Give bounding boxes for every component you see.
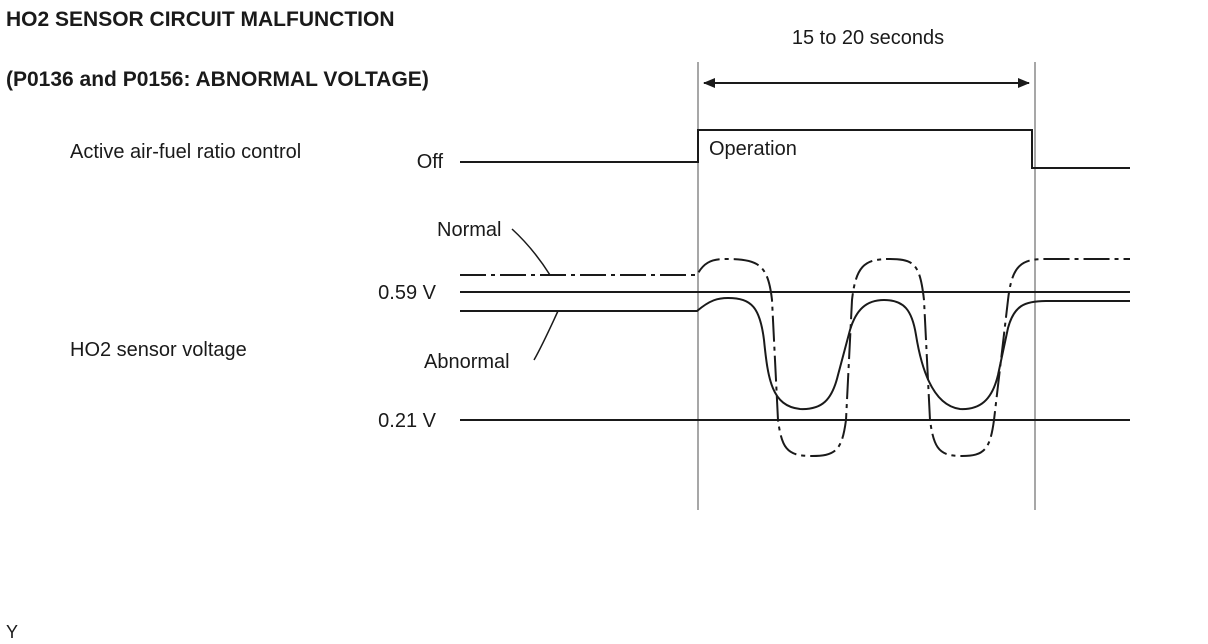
- title-line-2: (P0136 and P0156: ABNORMAL VOLTAGE): [6, 68, 429, 91]
- off-label: Off: [417, 151, 444, 173]
- normal-leader: [511, 228, 551, 276]
- sensor-label: HO2 sensor voltage: [70, 339, 247, 361]
- voltage-low-label: 0.21 V: [378, 410, 436, 432]
- normal-waveform: [460, 257, 1130, 458]
- normal-label: Normal: [437, 219, 501, 241]
- abnormal-waveform: [460, 296, 1130, 411]
- operation-label: Operation: [709, 138, 797, 160]
- title-line-1: HO2 SENSOR CIRCUIT MALFUNCTION: [6, 8, 395, 31]
- duration-label: 15 to 20 seconds: [792, 27, 944, 49]
- abnormal-label: Abnormal: [424, 351, 510, 373]
- voltage-high-label: 0.59 V: [378, 282, 436, 304]
- control-signal-line: [460, 129, 1130, 169]
- abnormal-leader: [533, 310, 559, 361]
- footer-code: Y: [6, 622, 18, 642]
- control-label: Active air-fuel ratio control: [70, 141, 301, 163]
